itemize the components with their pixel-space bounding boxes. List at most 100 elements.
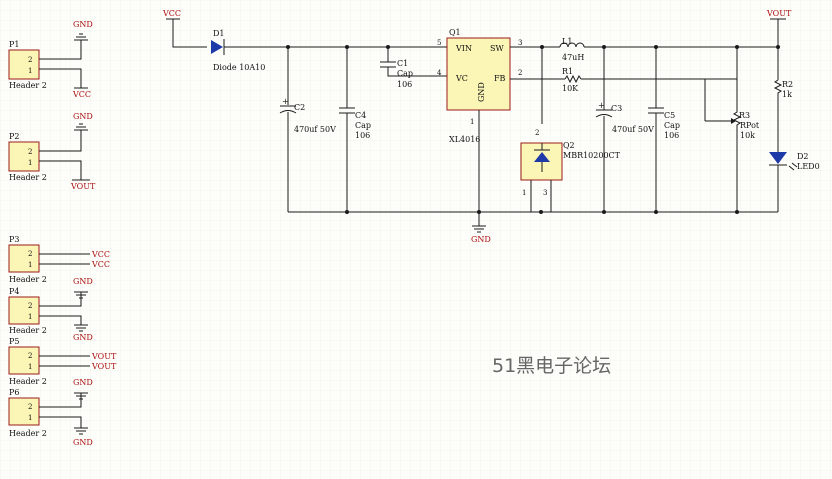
component-value: 470uf 50V xyxy=(612,125,654,134)
led-d2[interactable]: D2 LED0 xyxy=(769,152,820,212)
header-type: Header 2 xyxy=(9,173,47,182)
component-value: 1k xyxy=(782,90,792,99)
pin-number: 1 xyxy=(28,261,32,269)
header-p6[interactable]: P6 2 1 Header 2 GND GND xyxy=(8,378,93,447)
component-value: 47uH xyxy=(562,53,584,62)
component-value: 106 xyxy=(664,131,679,140)
component-value: 470uf 50V xyxy=(294,125,336,134)
pin-number: 1 xyxy=(28,363,32,371)
header-ref: P5 xyxy=(9,337,19,346)
pin-label-vin: VIN xyxy=(455,44,472,53)
pin-number: 1 xyxy=(28,313,32,321)
pin-number: 2 xyxy=(28,56,32,64)
pin-label-gnd: GND xyxy=(477,82,486,102)
capacitor-c5[interactable]: C5 Cap 106 xyxy=(648,47,680,212)
component-ref: C2 xyxy=(294,103,305,112)
net-label-vcc: VCC xyxy=(72,90,91,99)
component-value: Diode 10A10 xyxy=(213,63,265,72)
component-ref: R3 xyxy=(739,111,750,120)
component-value: 106 xyxy=(355,131,370,140)
pin-number: 5 xyxy=(437,39,441,47)
pin-number: 2 xyxy=(535,129,539,137)
capacitor-c3[interactable]: + C3 470uf 50V xyxy=(595,47,654,212)
component-value: Cap xyxy=(355,121,371,130)
net-label-gnd: GND xyxy=(73,438,93,447)
header-type: Header 2 xyxy=(9,326,47,335)
component-ref: C5 xyxy=(664,111,675,120)
net-label-gnd: GND xyxy=(73,277,93,286)
vcc-wire xyxy=(166,18,207,48)
net-label-vout: VOUT xyxy=(766,9,792,18)
component-value: LED0 xyxy=(797,162,820,171)
net-label-gnd: GND xyxy=(471,235,491,244)
header-p3[interactable]: P3 2 1 Header 2 VCC VCC xyxy=(8,235,110,284)
diode-q2[interactable]: 2 1 3 Q2 MBR10200CT xyxy=(520,47,621,213)
capacitor-c2[interactable]: + C2 470uf 50V xyxy=(279,47,336,212)
header-p2[interactable]: P2 2 1 Header 2 GND VOUT xyxy=(8,112,96,191)
pin-number: 1 xyxy=(28,67,32,75)
component-value: Cap xyxy=(664,121,680,130)
component-ref: C4 xyxy=(355,111,366,120)
pin-label-fb: FB xyxy=(494,74,506,83)
header-ref: P1 xyxy=(9,40,19,49)
pin-number: 3 xyxy=(518,39,522,47)
pin-number: 1 xyxy=(470,118,474,126)
component-ref: L1 xyxy=(562,37,572,46)
capacitor-c1[interactable]: C1 Cap 106 xyxy=(380,47,447,89)
header-p4[interactable]: P4 2 1 Header 2 GND GND xyxy=(8,277,93,342)
net-label-vcc: VCC xyxy=(91,250,110,259)
header-ref: P4 xyxy=(9,287,19,296)
component-ref: D1 xyxy=(213,29,225,38)
pin-number: 2 xyxy=(28,403,32,411)
net-label-vcc: VCC xyxy=(162,9,181,18)
net-label-gnd: GND xyxy=(73,333,93,342)
pin-number: 2 xyxy=(28,148,32,156)
svg-text:+: + xyxy=(282,97,289,106)
header-p1[interactable]: P1 2 1 Header 2 GND VCC xyxy=(8,20,93,99)
component-part: MBR10200CT xyxy=(563,151,621,160)
component-ref: D2 xyxy=(797,152,809,161)
vout-wire xyxy=(770,18,786,80)
resistor-r1[interactable]: R1 10K xyxy=(562,67,582,93)
pin-number: 2 xyxy=(518,69,522,77)
net-label-vcc: VCC xyxy=(91,260,110,269)
header-ref: P6 xyxy=(9,388,19,397)
component-value: 10K xyxy=(562,84,579,93)
component-ref: C1 xyxy=(397,59,408,68)
net-label-vout: VOUT xyxy=(91,362,117,371)
header-type: Header 2 xyxy=(9,81,47,90)
component-ref: Q1 xyxy=(449,28,461,37)
pin-number: 1 xyxy=(28,414,32,422)
pin-label-vc: VC xyxy=(455,74,468,83)
net-label-gnd: GND xyxy=(73,112,93,121)
pin-number: 2 xyxy=(28,302,32,310)
net-label-vout: VOUT xyxy=(70,182,96,191)
component-ref: R2 xyxy=(782,80,793,89)
header-p5[interactable]: P5 2 1 Header 2 VOUT VOUT xyxy=(8,337,117,386)
component-ref: R1 xyxy=(562,67,573,76)
ic-q1-xl4016[interactable]: Q1 VIN SW VC FB GND 5 4 3 2 1 XL4016 xyxy=(437,28,522,144)
pin-number: 3 xyxy=(543,189,547,197)
net-label-gnd: GND xyxy=(73,378,93,387)
ground-symbol: GND xyxy=(471,212,491,244)
capacitor-c4[interactable]: C4 Cap 106 xyxy=(339,47,371,212)
header-type: Header 2 xyxy=(9,429,47,438)
pin-number: 1 xyxy=(28,159,32,167)
header-ref: P3 xyxy=(9,235,19,244)
header-type: Header 2 xyxy=(9,377,47,386)
pin-number: 2 xyxy=(28,250,32,258)
watermark: 51黑电子论坛 xyxy=(492,355,611,377)
header-ref: P2 xyxy=(9,132,19,141)
pin-number: 4 xyxy=(437,69,442,77)
component-value: RPot xyxy=(740,121,760,130)
resistor-r2[interactable]: R2 1k xyxy=(773,79,793,152)
component-value: 10k xyxy=(740,131,755,140)
potentiometer-r3[interactable]: R3 RPot 10k xyxy=(704,47,760,212)
inductor-l1[interactable]: L1 47uH xyxy=(559,37,585,62)
net-label-gnd: GND xyxy=(73,20,93,29)
net-label-vout: VOUT xyxy=(91,352,117,361)
pin-label-sw: SW xyxy=(490,44,504,53)
component-ref: Q2 xyxy=(563,141,575,150)
